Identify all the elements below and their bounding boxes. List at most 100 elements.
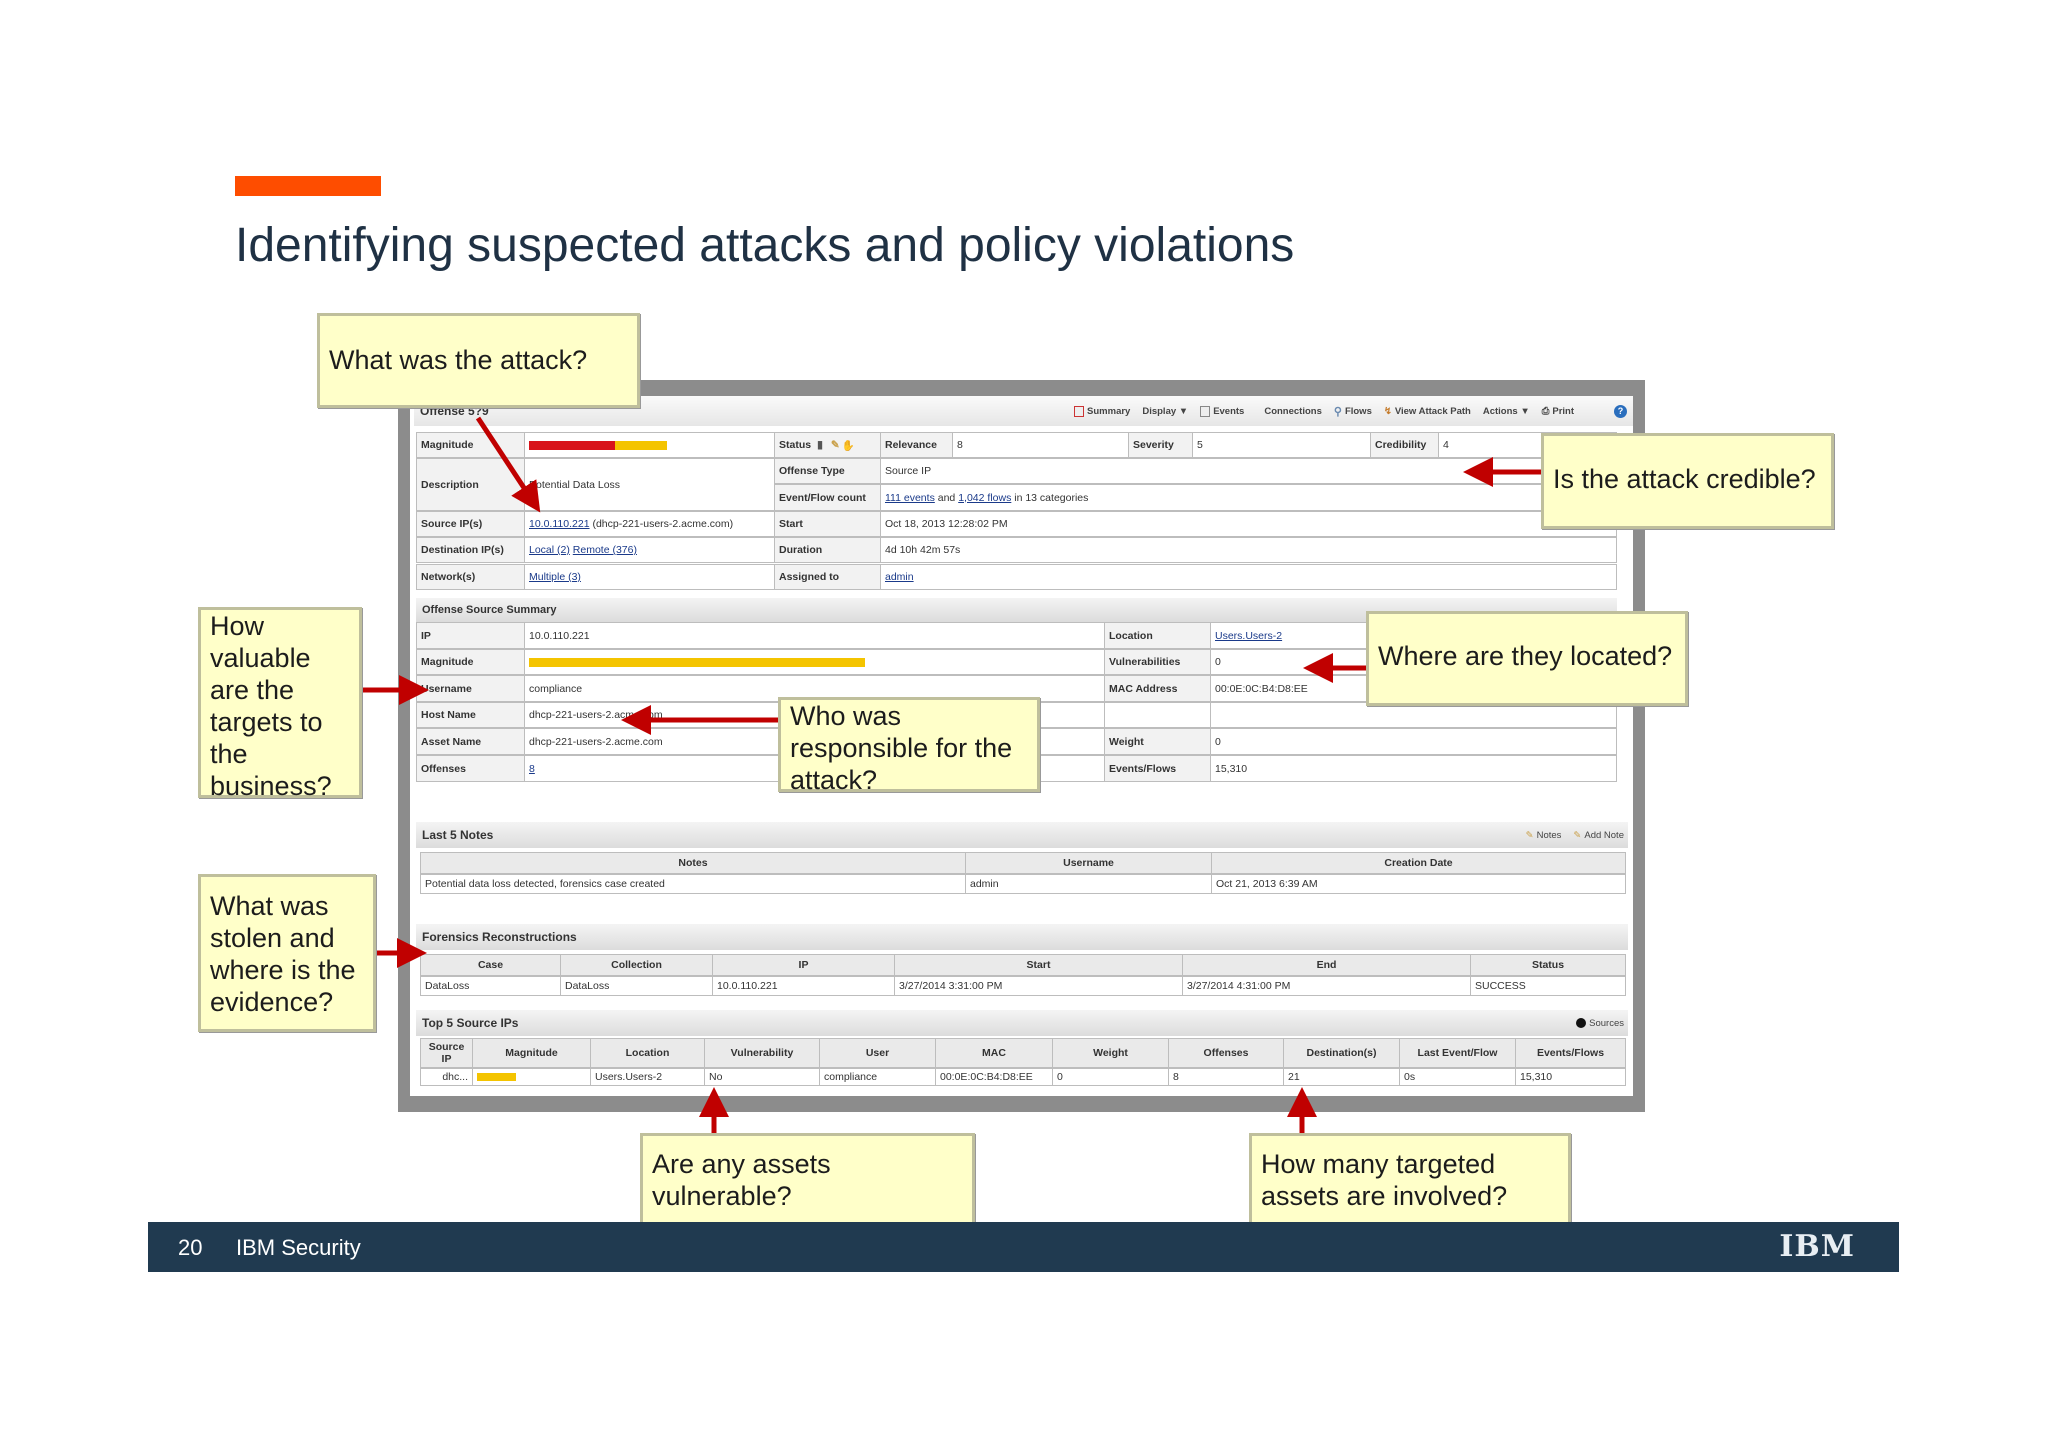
events-flows-value: 15,310 [1515,1068,1626,1086]
view-attack-path-label: View Attack Path [1394,405,1471,417]
weight-value: 0 [1210,728,1617,755]
sources-button[interactable]: Sources [1576,1018,1624,1029]
and-text: and [937,491,956,504]
callout-stolen: What was stolen and where is the evidenc… [198,874,376,1032]
ip-label: IP [416,622,524,649]
notes-button[interactable]: ✎Notes [1526,830,1562,841]
callout-located: Where are they located? [1366,611,1688,706]
notes-label: Notes [1536,829,1562,841]
top-sources-title: Top 5 Source IPs [422,1016,519,1030]
column-header: Status [1470,954,1626,976]
summary-button[interactable]: Summary [1074,405,1130,417]
ibm-logo: IBM [1779,1229,1855,1264]
column-header: Destination(s) [1283,1038,1399,1068]
column-header: Collection [560,954,712,976]
print-icon: ⎙ [1541,405,1550,417]
source-magnitude-bar [529,657,865,667]
column-header: Events/Flows [1515,1038,1626,1068]
top-sources-table: Source IP Magnitude Location Vulnerabili… [420,1038,1626,1088]
column-header: Notes [420,852,965,874]
host-name-label: Host Name [416,702,524,728]
source-ip-host: (dhcp-221-users-2.acme.com) [592,518,734,530]
display-menu[interactable]: Display ▼ [1142,405,1189,417]
events-label: Events [1213,405,1245,417]
table-row[interactable]: dhc... Users.Users-2 No compliance 00:0E… [420,1068,1626,1086]
table-header-row: Notes Username Creation Date [420,852,1626,874]
vulnerability-value: No [704,1068,819,1086]
location-link[interactable]: Users.Users-2 [1215,629,1283,642]
hand-icon[interactable]: ✋ [841,439,855,452]
note-username: admin [965,874,1211,894]
magnitude-bar-yellow [614,440,667,450]
severity-label: Severity [1128,432,1192,458]
credibility-label: Credibility [1370,432,1438,458]
column-header: Location [590,1038,704,1068]
duration-label: Duration [774,537,880,563]
relevance-label: Relevance [880,432,952,458]
destinations-value: 21 [1283,1068,1399,1086]
status-icon: ▮ [817,439,823,451]
location-label: Location [1104,622,1210,649]
forensics-header: Forensics Reconstructions [416,924,1628,950]
events-flows-label: Events/Flows [1104,755,1210,782]
slide-title: Identifying suspected attacks and policy… [235,219,1295,272]
connections-button[interactable]: Connections [1264,405,1322,417]
weight-value: 0 [1052,1068,1168,1086]
networks-link[interactable]: Multiple (3) [529,571,581,583]
table-row: Potential data loss detected, forensics … [420,874,1626,894]
events-icon [1200,405,1211,417]
source-ip-link[interactable]: 10.0.110.221 [529,518,590,530]
assigned-to-link[interactable]: admin [885,571,914,583]
table-header-row: Case Collection IP Start End Status [420,954,1626,976]
column-header: Username [965,852,1211,874]
offense-type-label: Offense Type [774,458,880,484]
mac-value: 00:0E:0C:B4:D8:EE [935,1068,1052,1086]
callout-targeted: How many targeted assets are involved? [1249,1133,1571,1227]
events-link[interactable]: 111 events [885,491,935,504]
help-icon[interactable]: ? [1614,404,1627,418]
remote-destinations-link[interactable]: Remote (376) [572,544,637,556]
local-destinations-link[interactable]: Local (2) [529,544,570,556]
source-magnitude-bar-cell [524,649,1104,675]
magnitude-bar-cell [472,1068,590,1086]
start-label: Start [774,511,880,537]
column-header: Source IP [420,1038,472,1068]
column-header: Vulnerability [704,1038,819,1068]
offenses-link[interactable]: 8 [529,762,535,775]
flows-button[interactable]: ⚲Flows [1334,405,1372,418]
column-header: Magnitude [472,1038,590,1068]
callout-valuable: How valuable are the targets to the busi… [198,607,362,801]
note-icon[interactable]: ✎ [830,439,840,451]
status-label-text: Status [779,439,812,451]
magnitude-bar [477,1073,516,1081]
case-value[interactable]: DataLoss [420,976,560,996]
note-icon: ✎ [1525,829,1534,841]
categories-text: in 13 categories [1014,491,1089,504]
relevance-value: 8 [952,432,1128,458]
column-header: Creation Date [1211,852,1626,874]
column-header: Start [894,954,1182,976]
collection-value: DataLoss [560,976,712,996]
asset-name-label: Asset Name [416,728,524,755]
print-label: Print [1552,405,1574,417]
attack-path-icon: ↯ [1383,405,1392,417]
flows-link[interactable]: 1,042 flows [958,491,1012,504]
view-attack-path-button[interactable]: ↯View Attack Path [1384,406,1471,417]
column-header: Offenses [1168,1038,1283,1068]
table-row: Offense Type Source IP [416,458,1617,484]
footer-brand: IBM Security [236,1235,361,1260]
source-ip-value[interactable]: dhc... [420,1068,472,1086]
search-icon: ⚲ [1333,405,1342,418]
add-note-button[interactable]: ✎Add Note [1573,830,1624,841]
vulnerabilities-label: Vulnerabilities [1104,649,1210,675]
note-text: Potential data loss detected, forensics … [420,874,965,894]
column-header: Last Event/Flow [1399,1038,1515,1068]
actions-menu[interactable]: Actions ▼ [1482,405,1530,417]
column-header: User [819,1038,935,1068]
page-number: 20 [178,1235,203,1260]
events-button[interactable]: Events [1200,405,1245,417]
assigned-to-label: Assigned to [774,564,880,590]
add-note-icon: ✎ [1573,829,1582,841]
networks-label: Network(s) [416,564,524,590]
print-button[interactable]: ⎙Print [1542,406,1574,417]
